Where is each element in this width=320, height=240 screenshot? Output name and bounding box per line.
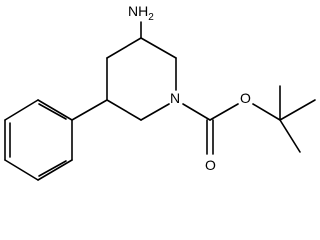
ring-n-label: N: [170, 90, 180, 106]
chemical-structure-diagram: NH2 N O O: [4, 3, 316, 181]
bond-ph4-ph5: [4, 159, 39, 181]
bond-ph5-ph6: [37, 159, 73, 181]
amino-group: NH2: [128, 3, 154, 39]
ester-o-label: O: [240, 90, 251, 106]
bond-c6-c5: [106, 99, 142, 121]
amine-h-count: 2: [148, 12, 154, 23]
phenyl-ring: [4, 99, 108, 181]
bond-c4-c3: [106, 37, 142, 59]
double-bond-ph5-ph6: [38, 160, 67, 177]
bond-tbu-methyl-right: [279, 99, 316, 121]
piperidine-ring: [106, 37, 177, 121]
boc-group: O O: [182, 85, 316, 173]
bond-carbonyl-c-o-single: [209, 103, 239, 121]
double-bond-ph1-ph2: [38, 103, 67, 120]
amine-n-label: NH: [128, 3, 148, 19]
bond-c3-c2: [140, 37, 177, 59]
bond-tbu-methyl-down: [279, 119, 301, 153]
amine-label: NH2: [128, 3, 154, 23]
bond-n1-carbonyl-c: [182, 103, 211, 121]
bond-ph2-ph3: [4, 99, 39, 121]
bond-c5-phenyl: [71, 99, 108, 121]
bond-n1-c6: [140, 103, 170, 121]
carbonyl-o-label: O: [205, 157, 216, 173]
bond-ph1-ph2: [37, 99, 73, 121]
bond-ester-o-tbu: [252, 103, 281, 121]
